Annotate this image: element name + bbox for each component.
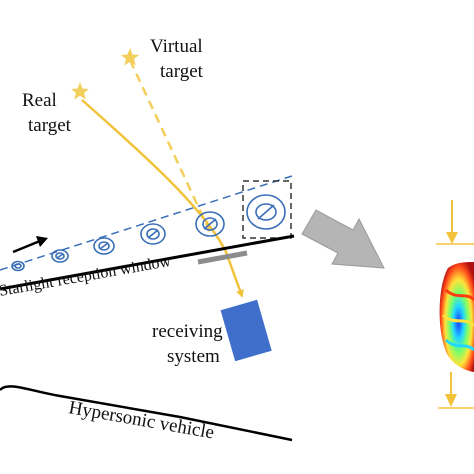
vehicle-upper-surface xyxy=(0,234,295,291)
heatmap-stripe-2 xyxy=(441,313,474,328)
flow-arrowhead-icon xyxy=(36,236,48,247)
receiving-label-line1: receiving xyxy=(152,321,223,342)
vortex-1 xyxy=(11,260,25,272)
virtual-target-star-icon xyxy=(121,48,139,66)
vehicle-label: Hypersonic vehicle xyxy=(67,397,216,443)
real-target-star-icon xyxy=(71,82,89,100)
starlight-window-plate xyxy=(197,250,248,265)
zoom-region-box xyxy=(242,180,292,239)
zoom-bottom-arrowhead-icon xyxy=(445,394,457,407)
vehicle-lower-surface xyxy=(0,385,293,442)
virtual-target-label-line2: target xyxy=(160,61,204,82)
vortex-2 xyxy=(51,249,69,263)
vortex-5 xyxy=(195,211,225,237)
vortex-3 xyxy=(93,237,115,255)
flow-direction-arrow xyxy=(12,239,41,254)
flow-field-heatmap xyxy=(439,262,474,372)
refracted-light-ray xyxy=(81,99,244,298)
heatmap-stripe-3 xyxy=(444,338,474,352)
virtual-sightline xyxy=(128,59,212,233)
shock-boundary-line xyxy=(0,175,293,271)
real-target-label-line1: Real xyxy=(22,90,57,111)
receiving-label-line2: system xyxy=(167,346,220,367)
vortex-4 xyxy=(140,223,166,245)
receiving-system-block xyxy=(220,299,272,362)
starlight-window-label: Starlight reception window xyxy=(0,253,173,300)
virtual-target-label-line1: Virtual xyxy=(150,36,203,57)
real-target-label-line2: target xyxy=(28,115,72,136)
heatmap-stripe-1 xyxy=(444,288,474,302)
zoom-top-arrowhead-icon xyxy=(446,232,458,244)
zoom-callout-arrow-icon xyxy=(301,209,385,269)
vortex-group xyxy=(11,194,286,272)
vortex-6 xyxy=(246,194,286,230)
